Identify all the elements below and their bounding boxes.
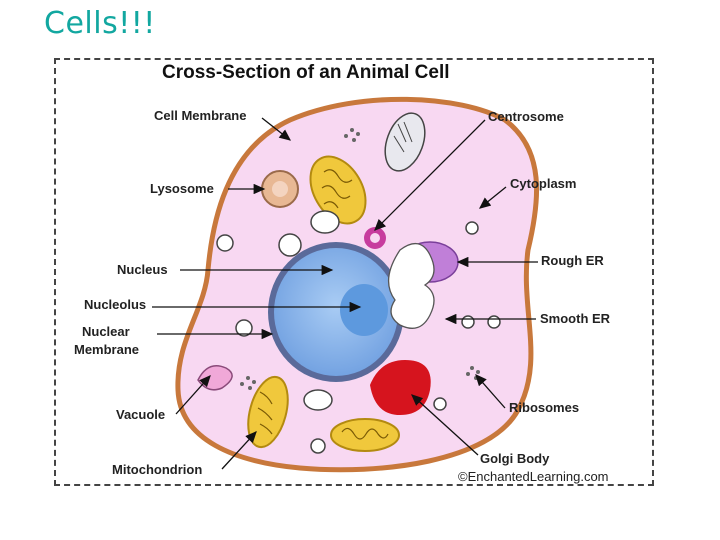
label-rough-er: Rough ER — [541, 253, 604, 268]
mitochondrion-upper — [309, 155, 367, 225]
centrosome — [364, 227, 386, 249]
smooth-er — [388, 243, 435, 329]
label-centrosome: Centrosome — [488, 109, 564, 124]
mitochondrion-gray — [384, 112, 426, 172]
label-nucleus: Nucleus — [117, 262, 168, 277]
label-mitochondrion: Mitochondrion — [112, 462, 202, 477]
nucleolus — [340, 284, 388, 336]
ribosomes — [240, 128, 480, 390]
mitochondrion-lower-left — [247, 375, 289, 449]
label-golgi-body: Golgi Body — [480, 451, 550, 466]
slide-title: Cells!!! — [44, 6, 156, 41]
nucleus — [268, 242, 404, 382]
vesicles — [216, 210, 501, 454]
label-membrane: Membrane — [74, 342, 139, 357]
diagram-frame — [54, 58, 654, 486]
label-smooth-er: Smooth ER — [540, 311, 611, 326]
label-ribosomes: Ribosomes — [509, 400, 579, 415]
credit-text: ©EnchantedLearning.com — [458, 469, 609, 484]
label-cell-membrane: Cell Membrane — [154, 108, 246, 123]
label-nucleolus: Nucleolus — [84, 297, 146, 312]
pointer-lines — [152, 117, 538, 470]
label-vacuole: Vacuole — [116, 407, 165, 422]
mitochondrion-lower — [330, 418, 400, 452]
label-nuclear: Nuclear — [82, 324, 130, 339]
label-cytoplasm: Cytoplasm — [510, 176, 576, 191]
label-lysosome: Lysosome — [150, 181, 214, 196]
diagram-title: Cross-Section of an Animal Cell — [162, 62, 450, 83]
lysosome — [261, 170, 299, 208]
